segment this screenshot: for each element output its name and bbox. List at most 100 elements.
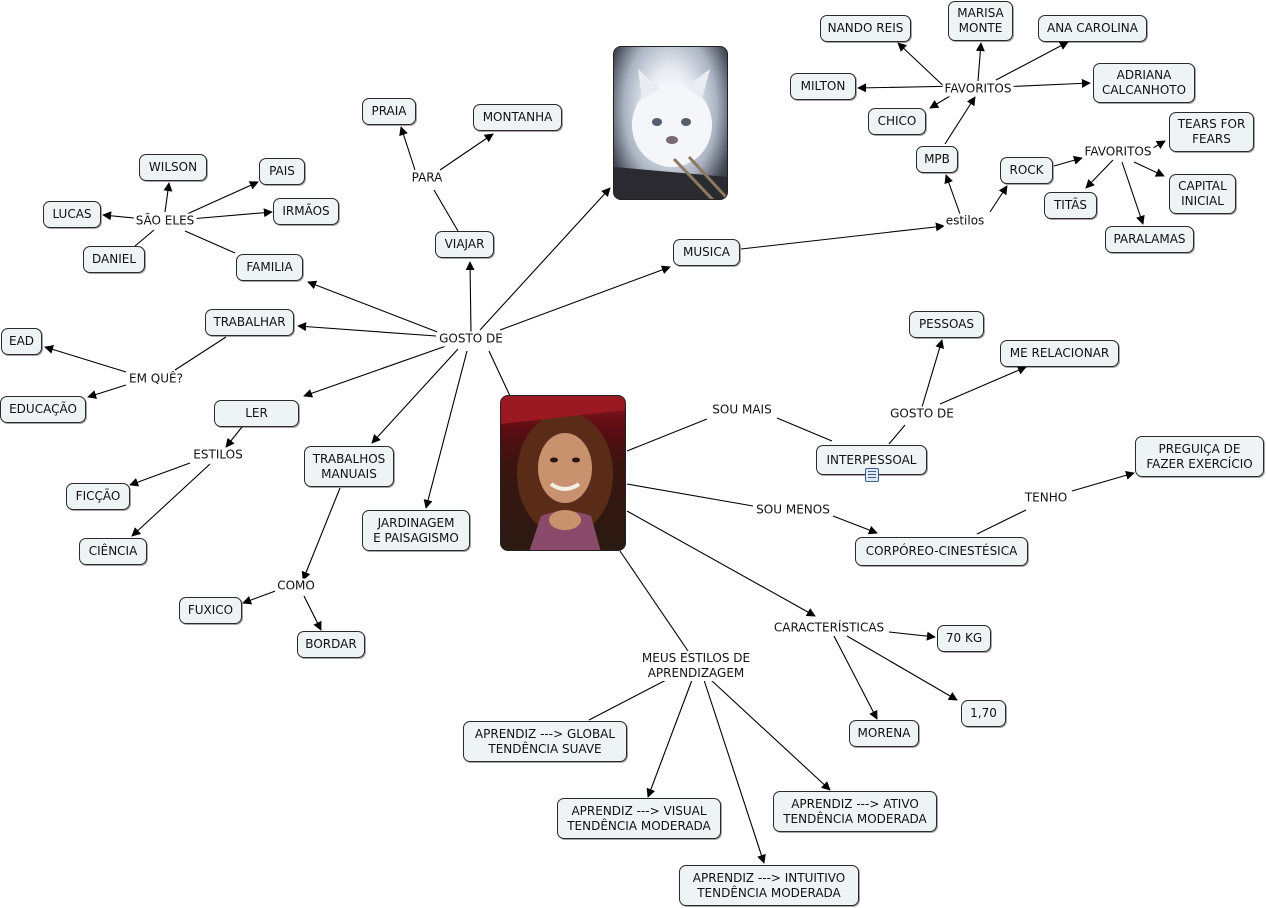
link-label-como: COMO — [275, 578, 317, 594]
concept-musica[interactable]: MUSICA — [673, 239, 740, 266]
connector-line — [433, 189, 459, 232]
connector-line — [303, 595, 322, 631]
concept-ler[interactable]: LER — [214, 400, 299, 427]
concept-ativo[interactable]: APRENDIZ ---> ATIVO TENDÊNCIA MODERADA — [773, 791, 937, 832]
concept-montanha[interactable]: MONTANHA — [473, 104, 562, 131]
concept-intuitivo[interactable]: APRENDIZ ---> INTUITIVO TENDÊNCIA MODERA… — [679, 865, 859, 906]
connector-line — [740, 222, 945, 250]
concept-tears-for-fears[interactable]: TEARS FOR FEARS — [1169, 112, 1254, 152]
connector-line — [1085, 159, 1114, 189]
connector-line — [479, 187, 611, 331]
concept-pessoas[interactable]: PESSOAS — [909, 311, 984, 338]
connector-line — [626, 483, 754, 507]
connector-line — [184, 230, 236, 254]
document-attachment-icon[interactable] — [865, 468, 879, 482]
connector-line — [163, 182, 173, 213]
concept-trabalhos-manuais[interactable]: TRABALHOS MANUAIS — [304, 446, 394, 487]
connector-line — [297, 322, 437, 337]
link-label-sou-mais: SOU MAIS — [710, 402, 774, 418]
concept-nando-reis[interactable]: NANDO REIS — [820, 15, 911, 42]
concept-lucas[interactable]: LUCAS — [43, 201, 101, 228]
connector-line — [439, 133, 494, 171]
concept-corporeo[interactable]: CORPÓREO-CINESTÉSICA — [855, 537, 1028, 566]
link-label-estilos-musica: estilos — [943, 213, 987, 229]
concept-visual[interactable]: APRENDIZ ---> VISUAL TENDÊNCIA MODERADA — [557, 798, 721, 839]
link-label-caracteristicas: CARACTERÍSTICAS — [771, 620, 887, 636]
concept-ciencia[interactable]: CIÊNCIA — [79, 538, 147, 565]
connector-line — [989, 185, 1008, 213]
connector-line — [186, 181, 259, 215]
connector-line — [44, 345, 127, 373]
concept-trabalhar[interactable]: TRABALHAR — [205, 309, 294, 336]
concept-marisa-monte[interactable]: MARISA MONTE — [948, 1, 1013, 41]
connector-line — [1071, 470, 1135, 492]
connector-line — [189, 208, 273, 220]
connector-line — [242, 589, 279, 605]
connector-line — [710, 679, 831, 791]
concept-adriana-calcanhoto[interactable]: ADRIANA CALCANHOTO — [1093, 63, 1195, 103]
concept-jardinagem[interactable]: JARDINAGEM E PAISAGISMO — [362, 510, 470, 551]
concept-ana-carolina[interactable]: ANA CAROLINA — [1038, 15, 1147, 42]
connector-line — [399, 126, 416, 171]
concept-daniel[interactable]: DANIEL — [83, 246, 145, 273]
connector-line — [488, 350, 511, 397]
concept-viajar[interactable]: VIAJAR — [435, 231, 494, 258]
concept-capital-inicial[interactable]: CAPITAL INICIAL — [1169, 174, 1236, 214]
concept-mpb[interactable]: MPB — [916, 146, 958, 173]
link-label-meus-estilos: MEUS ESTILOS DE APRENDIZAGEM — [639, 651, 753, 681]
connector-line — [929, 95, 951, 109]
concept-ficcao[interactable]: FICÇÃO — [66, 483, 130, 510]
concept-familia[interactable]: FAMILIA — [236, 254, 303, 281]
link-label-favoritos-mpb: FAVORITOS — [942, 81, 1014, 97]
connector-line — [999, 78, 1091, 88]
connector-line — [465, 261, 475, 334]
concept-wilson[interactable]: WILSON — [139, 154, 207, 181]
concept-irmaos[interactable]: IRMÃOS — [273, 198, 339, 225]
concept-milton[interactable]: MILTON — [790, 73, 856, 100]
connector-line — [307, 280, 441, 334]
concept-educacao[interactable]: EDUCAÇÃO — [0, 396, 86, 423]
connector-line — [976, 509, 1027, 535]
connector-line — [776, 417, 833, 442]
connector-line — [619, 550, 689, 652]
cat-photo[interactable] — [613, 46, 728, 200]
concept-praia[interactable]: PRAIA — [362, 98, 416, 125]
connector-line — [588, 678, 669, 721]
concept-altura[interactable]: 1,70 — [961, 700, 1006, 727]
concept-chico[interactable]: CHICO — [868, 108, 926, 135]
concept-morena[interactable]: MORENA — [849, 720, 919, 747]
woman-portrait-photo[interactable] — [500, 395, 626, 551]
concept-bordar[interactable]: BORDAR — [297, 631, 365, 658]
link-label-sao-eles: SÃO ELES — [133, 213, 197, 229]
concept-preguica[interactable]: PREGUIÇA DE FAZER EXERCÍCIO — [1135, 436, 1264, 477]
link-label-tenho: TENHO — [1022, 490, 1070, 506]
connector-line — [499, 265, 671, 331]
concept-pais[interactable]: PAIS — [259, 158, 305, 185]
connector-line — [846, 635, 958, 701]
connector-line — [134, 229, 155, 247]
connector-line — [888, 631, 936, 641]
connector-line — [1121, 161, 1145, 225]
connector-line — [303, 345, 447, 398]
cat-face-icon — [614, 69, 727, 199]
concept-titas[interactable]: TITÃS — [1044, 192, 1097, 219]
connector-line — [939, 366, 1027, 405]
concept-ead[interactable]: EAD — [1, 328, 42, 355]
concept-rock[interactable]: ROCK — [1000, 157, 1053, 184]
connector-line — [921, 339, 944, 408]
concept-paralamas[interactable]: PARALAMAS — [1105, 226, 1194, 253]
concept-fuxico[interactable]: FUXICO — [179, 597, 242, 624]
connector-line — [975, 42, 985, 82]
link-label-estilos-ler: ESTILOS — [191, 447, 245, 463]
connector-line — [626, 510, 816, 617]
concept-global[interactable]: APRENDIZ ---> GLOBAL TENDÊNCIA SUAVE — [463, 721, 627, 762]
link-label-gosto-de-main: GOSTO DE — [437, 331, 505, 347]
connector-line — [423, 350, 468, 509]
connector-line — [174, 336, 227, 371]
connector-line — [1053, 155, 1083, 167]
concept-me-relacionar[interactable]: ME RELACIONAR — [1000, 340, 1119, 367]
link-label-sou-menos: SOU MENOS — [754, 502, 832, 518]
concept-kg70[interactable]: 70 KG — [937, 625, 991, 652]
